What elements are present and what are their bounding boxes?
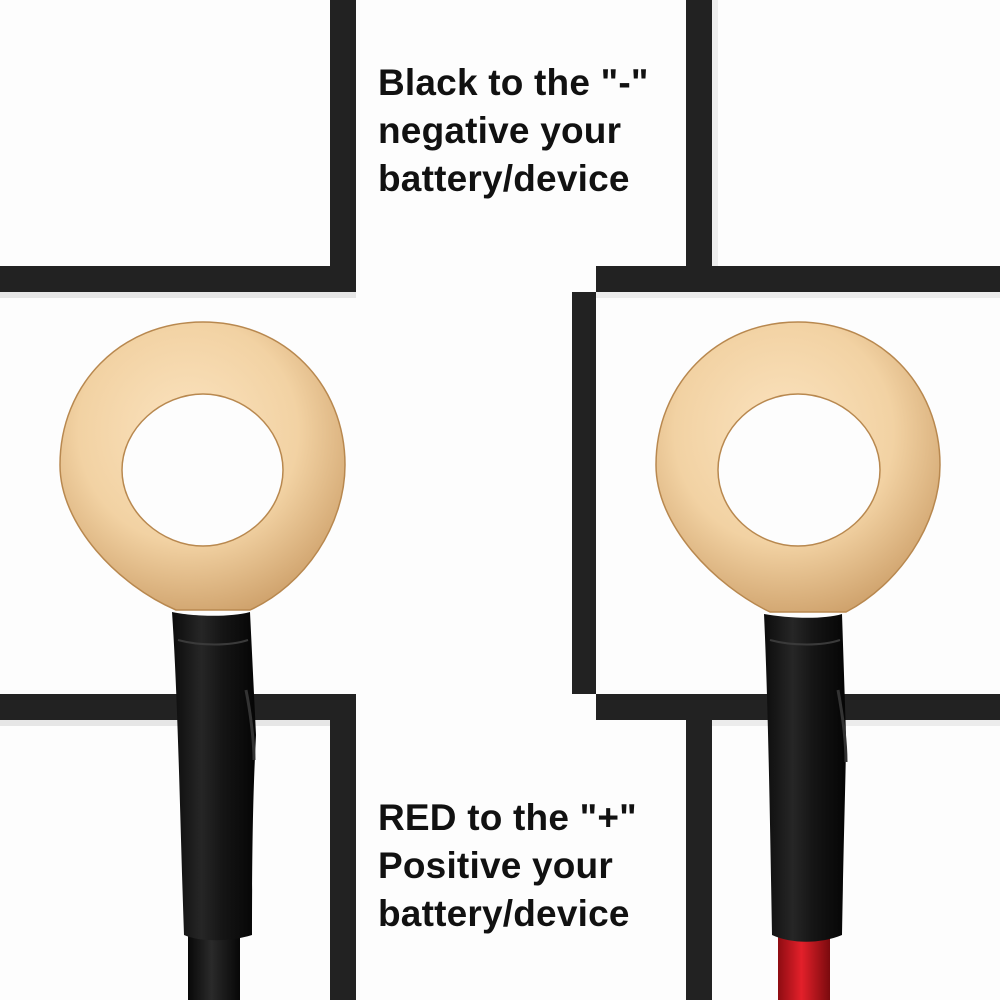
instruction-line: RED to the "+" bbox=[378, 797, 637, 838]
positive-instruction: RED to the "+" Positive your battery/dev… bbox=[378, 794, 698, 938]
negative-instruction: Black to the "-" negative your battery/d… bbox=[378, 59, 698, 203]
instruction-line: battery/device bbox=[378, 893, 630, 934]
grid-line bbox=[596, 266, 1000, 292]
instruction-line: Black to the "-" bbox=[378, 62, 649, 103]
grid-line bbox=[330, 0, 356, 292]
grid-line bbox=[0, 266, 356, 292]
ring-terminal-right bbox=[655, 321, 941, 613]
grid-line bbox=[572, 292, 596, 694]
positive-heat-shrink bbox=[764, 614, 846, 942]
positive-ring-terminal bbox=[655, 321, 941, 1000]
instruction-line: battery/device bbox=[378, 158, 630, 199]
grid-line bbox=[686, 720, 712, 1000]
negative-heat-shrink bbox=[172, 612, 256, 941]
negative-wire bbox=[188, 930, 240, 1000]
instruction-line: negative your bbox=[378, 110, 622, 151]
negative-ring-terminal bbox=[59, 321, 346, 1000]
instruction-line: Positive your bbox=[378, 845, 613, 886]
grid-line bbox=[686, 0, 712, 292]
ring-terminal-left bbox=[59, 321, 346, 611]
grid-line bbox=[330, 694, 356, 1000]
